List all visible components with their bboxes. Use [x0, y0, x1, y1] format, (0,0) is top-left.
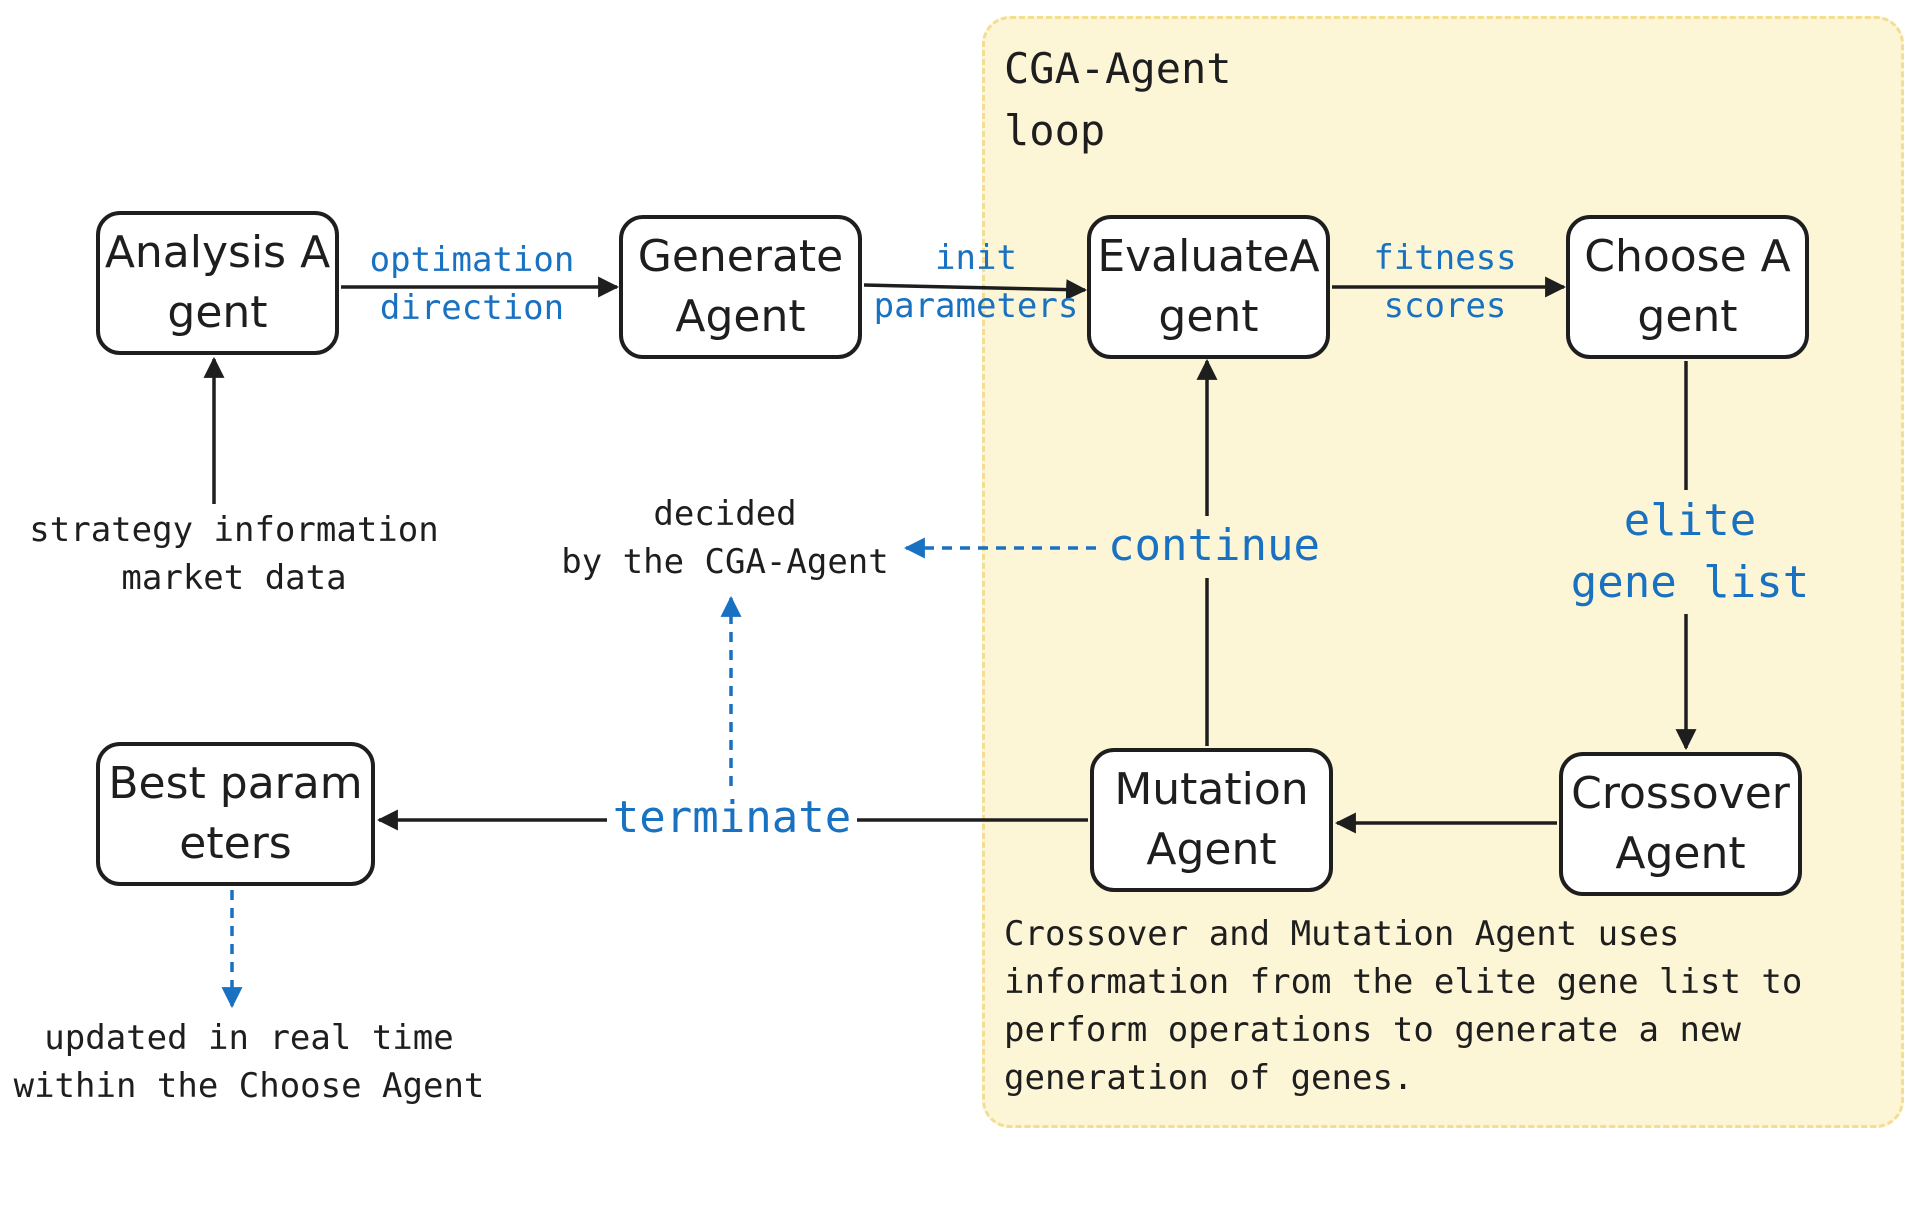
best-parameters-node: Best parameters: [96, 742, 375, 886]
cga-agent-loop-region: [982, 16, 1904, 1128]
elite-gene-list-label: elite gene list: [1570, 495, 1810, 608]
evaluate-agent-node: EvaluateAgent: [1087, 215, 1330, 359]
crossover-mutation-note: Crossover and Mutation Agent uses inform…: [1004, 914, 1803, 1098]
evaluate-agent-label: EvaluateAgent: [1097, 231, 1320, 342]
choose-agent-label: Choose Agent: [1584, 231, 1791, 342]
terminate-label: terminate: [607, 787, 857, 849]
generate-agent-node: Generate Agent: [619, 215, 862, 359]
best-parameters-label: Best parameters: [108, 758, 363, 869]
init-parameters-label: init parameters: [873, 238, 1079, 326]
fitness-scores-label: fitness scores: [1373, 238, 1517, 326]
continue-label: continue: [1108, 520, 1320, 571]
choose-agent-node: Choose Agent: [1566, 215, 1809, 359]
loop-title: CGA-Agent loop: [1004, 44, 1232, 155]
analysis-agent-label: Analysis Agent: [104, 227, 331, 338]
arrow-generate-to-evaluate: [863, 279, 1088, 301]
analysis-agent-node: Analysis Agent: [96, 211, 339, 355]
optimation-direction-label: optimation direction: [369, 240, 575, 328]
decided-by-text: decided by the CGA-Agent: [561, 494, 889, 582]
generate-agent-label: Generate Agent: [637, 231, 844, 342]
mutation-agent-node: Mutation Agent: [1090, 748, 1333, 892]
strategy-info-text: strategy information market data: [29, 510, 439, 598]
updated-real-time-text: updated in real time within the Choose A…: [13, 1018, 485, 1106]
crossover-agent-label: Crossover Agent: [1571, 768, 1790, 879]
mutation-agent-label: Mutation Agent: [1114, 764, 1309, 875]
crossover-agent-node: Crossover Agent: [1559, 752, 1802, 896]
